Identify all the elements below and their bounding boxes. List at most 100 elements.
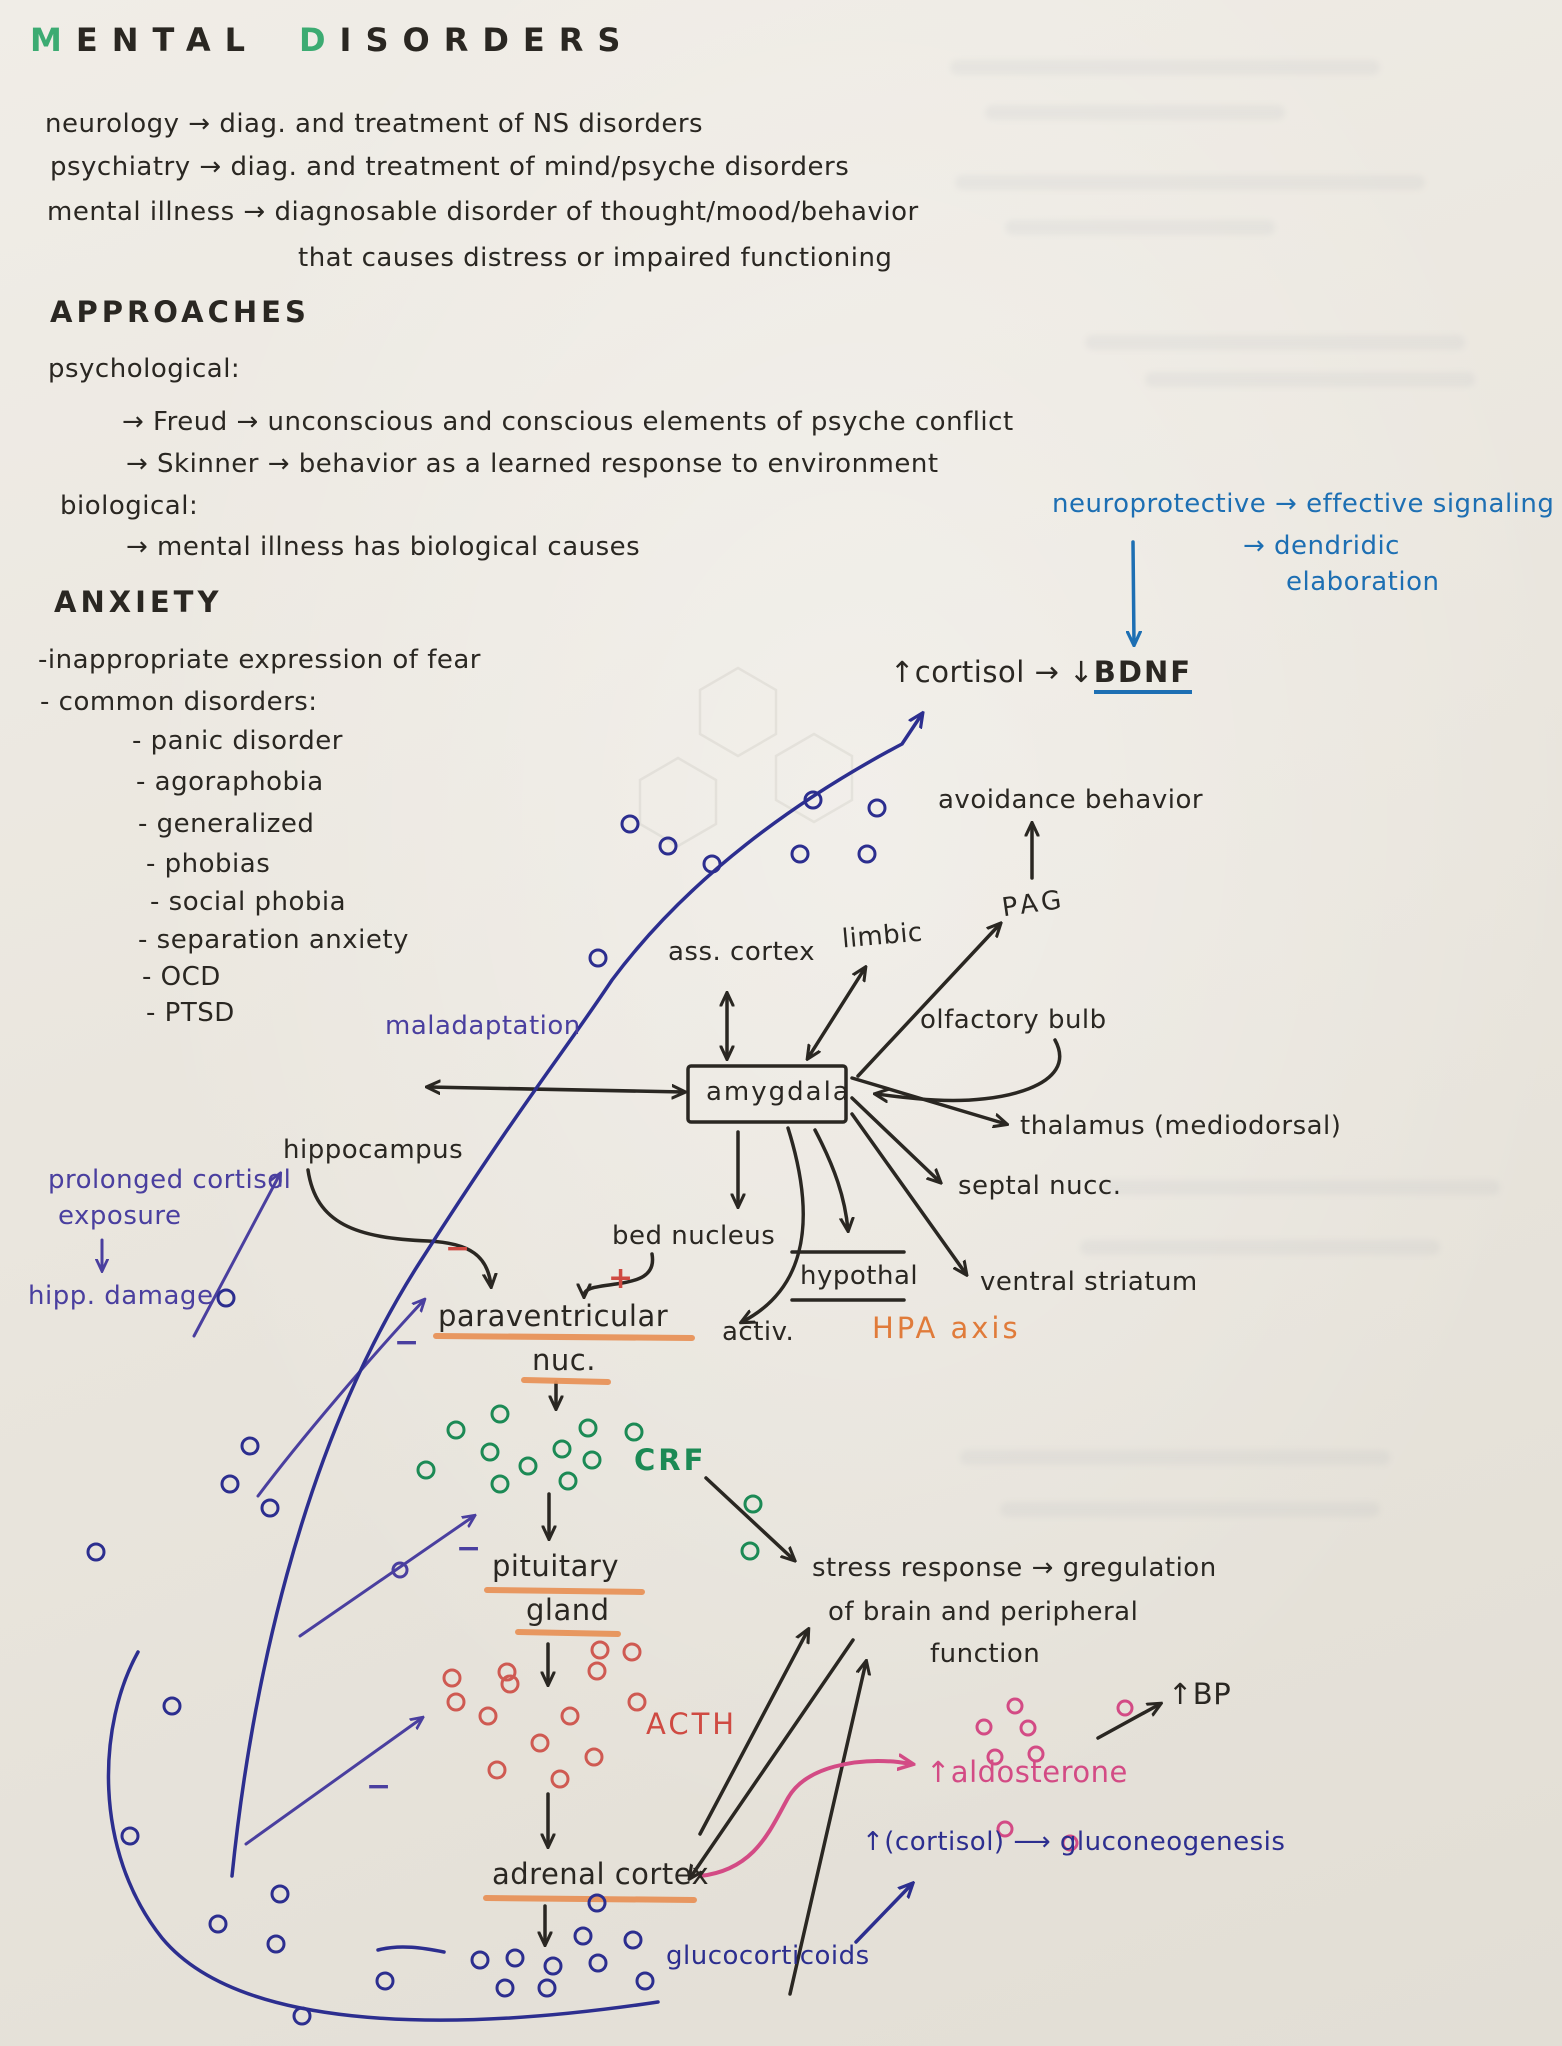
acth-dots (442, 1640, 647, 1789)
disorder-item: - phobias (146, 849, 271, 879)
bleed-through-smudge (1085, 335, 1465, 350)
note-hipp-damage: hipp. damage (28, 1281, 214, 1311)
note-maladaptation: maladaptation (385, 1011, 581, 1041)
node-septal-nucc: septal nucc. (958, 1171, 1122, 1201)
title-initial-d: D (298, 21, 340, 59)
arrow-feedback-paraventricular (256, 1300, 424, 1498)
arrow-amygdala-hypothal (813, 1128, 848, 1230)
node-adrenal-cortex: adrenal cortex (492, 1857, 710, 1891)
definition-mental-illness-cont: that causes distress or impaired functio… (298, 243, 893, 273)
label-psychological: psychological: (48, 354, 241, 384)
sign-minus-red: − (445, 1231, 471, 1266)
node-thalamus: thalamus (mediodorsal) (1020, 1111, 1342, 1141)
arrow-amygdala-septal (850, 1096, 940, 1182)
underline-pituitary (484, 1587, 645, 1595)
node-hippocampus: hippocampus (283, 1135, 464, 1165)
bleed-through-smudge (1005, 220, 1275, 235)
note-exposure: exposure (58, 1201, 182, 1231)
node-avoidance-behavior: avoidance behavior (938, 785, 1204, 815)
curve-loop-end (376, 1945, 446, 1954)
bleed-through-smudge (955, 175, 1425, 190)
node-pituitary: pituitary (492, 1549, 619, 1583)
node-paraventricular: paraventricular (438, 1299, 669, 1333)
node-ass-cortex: ass. cortex (668, 937, 816, 967)
note-stress-response-3: function (930, 1639, 1041, 1669)
label-hpa-axis: HPA axis (872, 1311, 1021, 1345)
node-bed-nucleus: bed nucleus (612, 1221, 776, 1251)
note-stress-response-1: stress response → gregulation (812, 1553, 1217, 1583)
bleed-through-smudge (1100, 1180, 1500, 1195)
bleed-through-smudge (960, 1450, 1390, 1465)
point-freud: → Freud → unconscious and conscious elem… (122, 407, 1014, 437)
sign-minus-purple: − (394, 1325, 420, 1360)
label-biological: biological: (60, 491, 199, 521)
arrow-to-bp (1096, 1704, 1160, 1740)
arrow-bednucleus-paraventricular (584, 1252, 655, 1296)
arrow-amygdala-thalamus (850, 1076, 1006, 1124)
arrow-acth-stress (698, 1630, 808, 1836)
node-ventral-striatum: ventral striatum (980, 1267, 1198, 1297)
note-neuroprotective: neuroprotective → effective signaling (1052, 489, 1555, 519)
arrow-amygdala-left (428, 1087, 684, 1092)
bleed-through-smudge (985, 105, 1285, 120)
arrow-limbic-amygdala (808, 968, 865, 1058)
bleed-through-smudge (1145, 372, 1475, 387)
heading-approaches: APPROACHES (50, 295, 310, 329)
arrow-feedback-acth (244, 1718, 422, 1846)
curve-feedback-loop (106, 1650, 660, 2022)
title-initial-m: M (30, 21, 76, 59)
underline-nuc (521, 1377, 611, 1385)
definition-mental-illness: mental illness → diagnosable disorder of… (47, 197, 919, 227)
bleed-through-structure (638, 666, 854, 848)
arrow-prolonged-cortisol-hippocampus (192, 1174, 280, 1338)
node-glucocorticoids: glucocorticoids (666, 1941, 870, 1971)
disorder-item: - social phobia (150, 887, 347, 917)
arrow-glucocorticoids-function (788, 1662, 866, 1996)
crf-dots (416, 1404, 763, 1561)
node-crf: CRF (634, 1443, 707, 1477)
anxiety-point-fear: -inappropriate expression of fear (38, 645, 481, 675)
node-paraventricular-nuc: nuc. (532, 1343, 596, 1377)
disorder-item: - panic disorder (132, 726, 343, 756)
note-elaboration: elaboration (1286, 567, 1440, 597)
node-amygdala: amygdala (706, 1077, 851, 1107)
note-stress-response-2: of brain and peripheral (828, 1597, 1139, 1627)
underline-paraventricular (433, 1333, 695, 1341)
bleed-through-smudge (1080, 1240, 1440, 1255)
note-cortisol-gluconeogenesis: ↑(cortisol) ⟶ gluconeogenesis (862, 1827, 1286, 1857)
sign-minus-purple: − (456, 1531, 482, 1566)
arrow-stress-adrenal (690, 1638, 855, 1878)
arrow-crf-stress-response (704, 1476, 794, 1560)
arrow-adrenal-aldosterone (698, 1761, 912, 1878)
hormone-dot (391, 1561, 409, 1579)
arrow-glucocorticoids-cortisol (854, 1884, 912, 1944)
sign-plus-red: + (608, 1261, 634, 1296)
arrow-feedback-pituitary (298, 1516, 474, 1638)
glucocorticoid-dots (86, 790, 887, 2026)
node-acth: ACTH (646, 1707, 738, 1741)
node-olfactory-bulb: olfactory bulb (920, 1005, 1107, 1035)
amygdala-box (686, 1064, 848, 1124)
arrow-olfactory-amygdala (876, 1038, 1062, 1101)
heading-anxiety: ANXIETY (54, 585, 223, 619)
disorder-item: - OCD (142, 962, 221, 992)
anxiety-point-disorders: - common disorders: (40, 687, 318, 717)
note-prolonged-cortisol: prolonged cortisol (48, 1165, 292, 1195)
sign-minus-purple: − (366, 1769, 392, 1804)
arrow-hippocampus-paraventricular (306, 1168, 491, 1286)
node-cortisol-bdnf: ↑cortisol → ↓BDNF (890, 655, 1193, 694)
underline-gland (515, 1629, 621, 1637)
disorder-item: - separation anxiety (138, 925, 409, 955)
arrow-neuroprotective-cortisol (1133, 540, 1134, 644)
disorder-item: - PTSD (146, 998, 235, 1028)
curve-feedback-to-cortisol (230, 714, 922, 1878)
bdnf-label: BDNF (1093, 655, 1193, 694)
point-skinner: → Skinner → behavior as a learned respon… (126, 449, 939, 479)
bleed-through-smudge (950, 60, 1380, 75)
node-aldosterone: ↑aldosterone (926, 1755, 1128, 1789)
definition-psychiatry: psychiatry → diag. and treatment of mind… (50, 152, 850, 182)
disorder-item: - generalized (138, 809, 315, 839)
